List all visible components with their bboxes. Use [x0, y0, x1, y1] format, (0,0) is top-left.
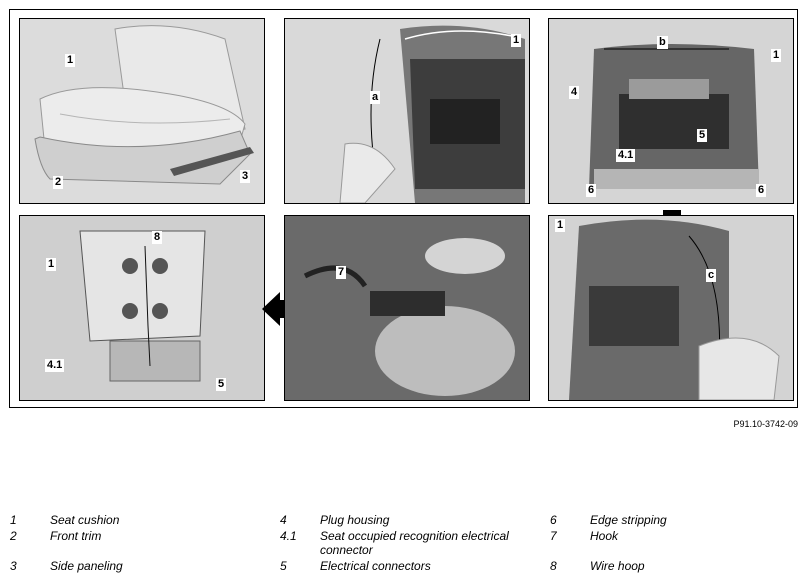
panel-cushion-underside: 1 8 4.1 5: [19, 215, 265, 401]
legend-text: Edge stripping: [590, 513, 667, 527]
callout: 1: [46, 258, 57, 271]
callout: 6: [586, 184, 597, 197]
callout: 1: [65, 54, 76, 67]
legend-text: Seat occupied recognition electrical con…: [320, 529, 509, 557]
illustration-frame: 1 2 3 1 a b 1 4 4.1 5: [9, 9, 798, 408]
panel-backrest-rear: b 1 4 4.1 5 6 6: [548, 18, 794, 204]
seat-illustration: [20, 19, 264, 203]
callout: 4.1: [616, 149, 636, 162]
callout: 1: [555, 219, 566, 232]
panel-backrest-hoop: 1 c: [548, 215, 794, 401]
legend-text: Hook: [590, 529, 619, 543]
callout: c: [706, 269, 717, 282]
callout: 7: [336, 266, 347, 279]
callout: b: [657, 36, 668, 49]
legend-number: 4: [280, 513, 287, 527]
legend-text: Plug housing: [320, 513, 390, 527]
callout: 4: [569, 86, 580, 99]
callout: 5: [697, 129, 708, 142]
legend-text: Electrical connectors: [320, 559, 431, 573]
callout: 5: [216, 378, 227, 391]
legend-number: 8: [550, 559, 557, 573]
callout: 4.1: [45, 359, 65, 372]
legend-number: 5: [280, 559, 287, 573]
callout: 1: [771, 49, 782, 62]
legend-text: Side paneling: [50, 559, 123, 573]
callout: a: [370, 91, 381, 104]
callout: 6: [756, 184, 767, 197]
legend-number: 4.1: [280, 529, 297, 543]
panel-seat-cushion: 1 2 3: [19, 18, 265, 204]
callout: 8: [152, 231, 163, 244]
figure-reference: P91.10-3742-09: [733, 419, 798, 429]
legend-text: Seat cushion: [50, 513, 120, 527]
legend-number: 3: [10, 559, 17, 573]
legend-number: 6: [550, 513, 557, 527]
legend-number: 7: [550, 529, 557, 543]
callout: 2: [53, 176, 64, 189]
panel-backrest-side: 1 a: [284, 18, 530, 204]
legend-text: Wire hoop: [590, 559, 645, 573]
panel-hook-detail: 7: [284, 215, 530, 401]
legend-number: 1: [10, 513, 17, 527]
legend-number: 2: [10, 529, 17, 543]
callout: 3: [240, 170, 251, 183]
legend-text: Front trim: [50, 529, 102, 543]
arrow-left-icon: [262, 292, 292, 326]
callout: 1: [511, 34, 522, 47]
